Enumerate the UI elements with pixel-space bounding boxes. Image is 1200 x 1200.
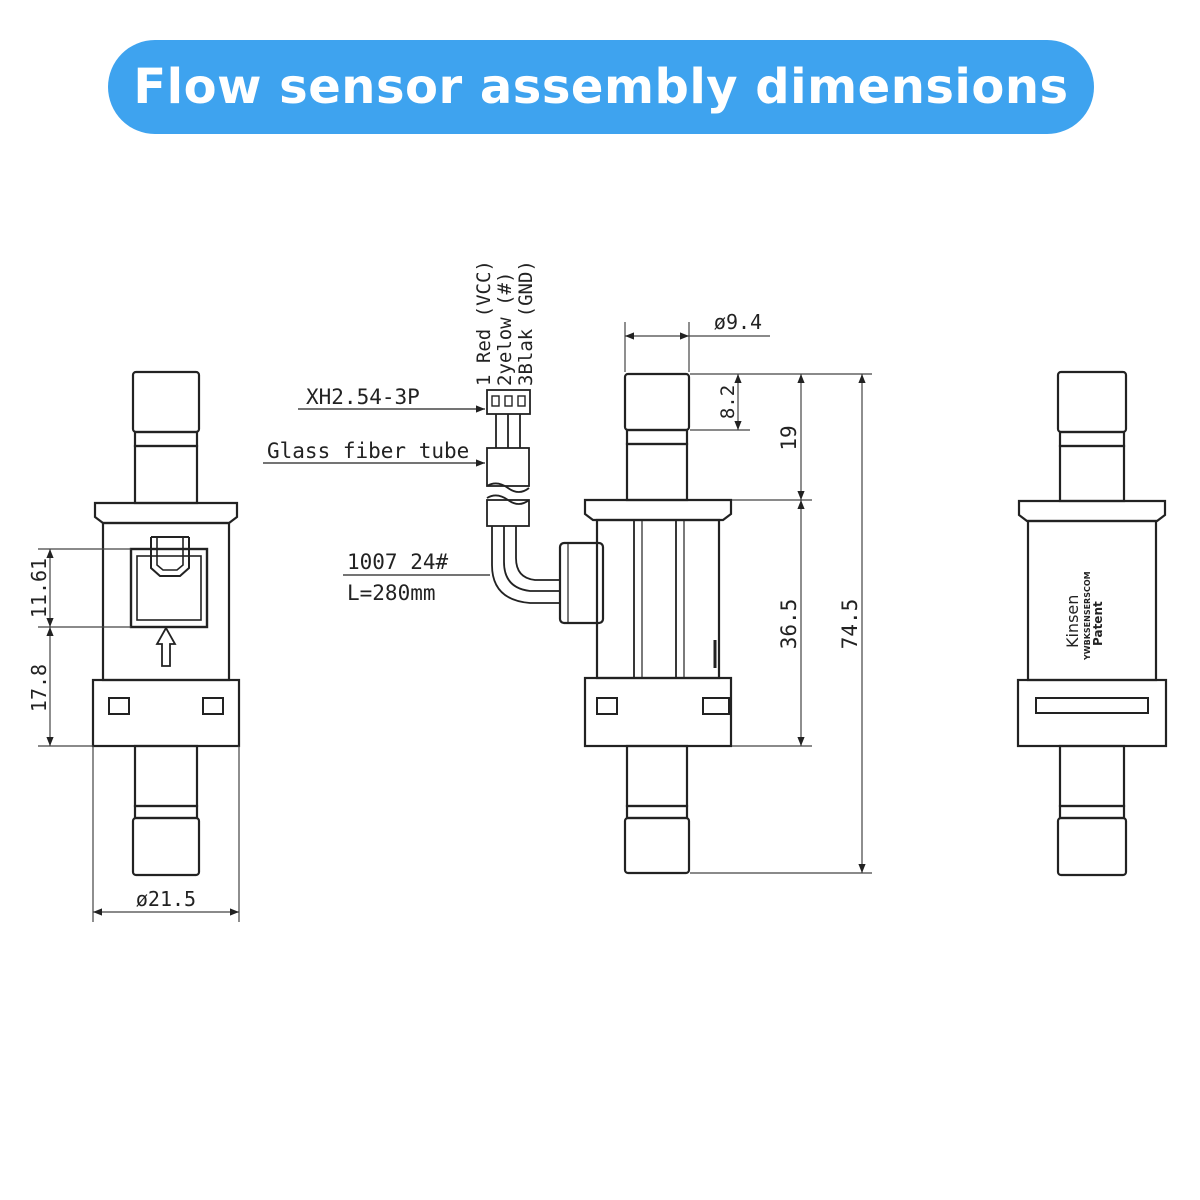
side-bottom-port [623, 744, 691, 875]
xh-connector [486, 389, 531, 415]
dim-body-diameter-label: ø21.5 [136, 887, 196, 911]
side-body [583, 498, 733, 748]
side-view [558, 372, 733, 875]
front-top-port [131, 370, 201, 505]
connector-label: XH2.54-3P [306, 385, 420, 409]
dim-total-length-label: 74.5 [838, 599, 862, 650]
pin2-label: 2yelow (#) [494, 272, 516, 386]
dim-body-length-label: 36.5 [777, 599, 801, 650]
side-top-port [623, 372, 691, 502]
pin3-label: 3Blak (GND) [515, 260, 537, 386]
wire-spec-label: 1007 24# [347, 550, 449, 574]
side-dimensions [624, 322, 872, 874]
front-window [129, 536, 209, 629]
dim-port-length-label: 8.2 [717, 385, 739, 419]
front-view [91, 370, 241, 877]
flow-direction-arrow [155, 626, 177, 667]
tube-label: Glass fiber tube [267, 439, 469, 463]
back-view [1016, 370, 1168, 877]
brand-name: Kinsen [1063, 595, 1082, 648]
wire-length-label: L=280mm [347, 581, 436, 605]
back-top-port [1056, 370, 1128, 503]
wire-harness [486, 389, 560, 604]
page-title: Flow sensor assembly dimensions [133, 59, 1069, 115]
dim-upper-length-label: 19 [777, 425, 801, 450]
back-bottom-port [1056, 744, 1128, 877]
front-bottom-port [131, 744, 201, 877]
front-dimensions [38, 548, 240, 922]
glass-fiber-sleeve [486, 447, 530, 527]
pin1-label: 1 Red (VCC) [473, 260, 495, 386]
front-body [91, 501, 241, 748]
label-leaders [263, 405, 490, 576]
title-banner: Flow sensor assembly dimensions [108, 40, 1094, 134]
dim-window-height-label: 11.61 [27, 558, 51, 618]
dim-lower-height-label: 17.8 [27, 664, 51, 712]
side-connector-boss [558, 541, 605, 625]
brand-patent: Patent [1091, 601, 1105, 646]
dim-port-diameter-label: ø9.4 [714, 310, 762, 334]
brand-line: YWBKSENSERSCOM [1083, 571, 1092, 661]
